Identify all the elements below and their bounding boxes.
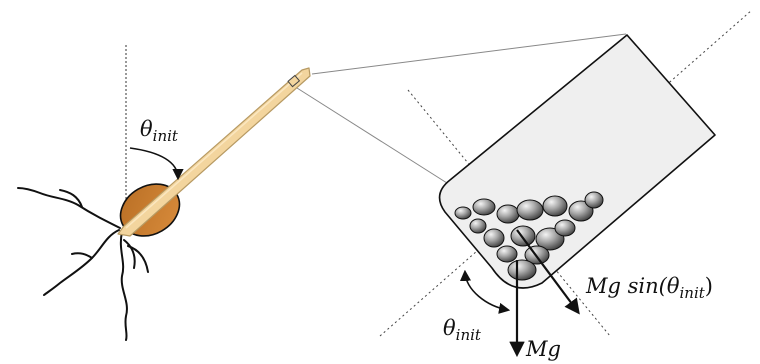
statolith	[496, 245, 518, 263]
statolith	[516, 199, 544, 221]
cell-wall	[438, 34, 716, 289]
statocyte	[379, 9, 753, 358]
statolith	[507, 259, 537, 281]
roots	[17, 187, 149, 341]
seedling	[17, 45, 311, 341]
zoom-source-box	[287, 74, 301, 88]
zoom-line-top	[311, 33, 627, 75]
angle-arc-right	[459, 269, 511, 314]
statolith	[510, 225, 536, 247]
statolith	[454, 206, 472, 220]
statoliths	[454, 191, 604, 281]
statolith	[584, 191, 604, 209]
statolith	[469, 218, 487, 234]
force-gravity-label: Mg	[525, 337, 561, 361]
theta-label-right: θinit	[443, 316, 482, 344]
theta-label-left: θinit	[140, 117, 179, 145]
angle-arc-left	[129, 147, 184, 181]
statolith	[542, 195, 568, 217]
statolith	[472, 198, 496, 216]
statolith	[568, 200, 594, 222]
zoom-line-bottom	[296, 87, 459, 191]
statolith	[554, 219, 576, 237]
shoot	[117, 67, 311, 237]
statolith	[483, 228, 505, 248]
force-parallel-label: Mg sin(θinit)	[585, 274, 713, 302]
statolith	[496, 204, 520, 224]
perpendicular-dotted-line	[407, 89, 611, 337]
parallel-force-arrow	[516, 229, 580, 315]
